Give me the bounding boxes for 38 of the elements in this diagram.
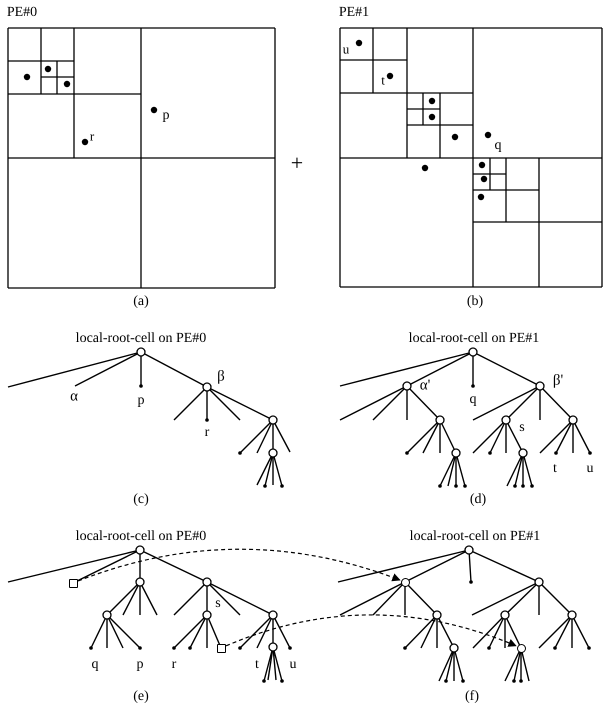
tree-title: local-root-cell on PE#0 bbox=[76, 332, 206, 346]
subfigure-caption: (d) bbox=[470, 493, 486, 507]
point-label: t bbox=[553, 462, 557, 476]
point-label: r bbox=[172, 658, 176, 672]
point-label: u bbox=[586, 462, 594, 476]
branch-label: α bbox=[70, 390, 78, 404]
square-marker bbox=[68, 578, 78, 588]
branch-label: β bbox=[217, 370, 225, 384]
plus-sign: + bbox=[290, 152, 304, 174]
point-label: q bbox=[92, 658, 98, 672]
processor-label: PE#0 bbox=[6, 6, 38, 20]
branch-label: α' bbox=[420, 378, 430, 394]
subfigure-caption: (e) bbox=[133, 690, 149, 704]
point-label: p bbox=[138, 394, 144, 408]
dashed-arrow bbox=[226, 614, 517, 647]
point-label: q bbox=[494, 139, 502, 153]
processor-label: PE#1 bbox=[338, 6, 370, 20]
point-label: r bbox=[204, 426, 210, 440]
point-label: t bbox=[381, 74, 385, 86]
point-label: t bbox=[255, 658, 259, 672]
branch-label: β' bbox=[552, 374, 564, 388]
point-label: r bbox=[90, 130, 94, 142]
dashed-arrow bbox=[78, 548, 401, 582]
tree-title: local-root-cell on PE#0 bbox=[76, 530, 206, 544]
point-label: q bbox=[470, 393, 476, 407]
point-label: s bbox=[519, 421, 525, 435]
point-label: u bbox=[290, 658, 296, 672]
point-label: s bbox=[215, 597, 221, 611]
point-label: p bbox=[162, 109, 170, 123]
subfigure-caption: (b) bbox=[466, 295, 484, 309]
square-marker bbox=[216, 644, 226, 652]
tree-title: local-root-cell on PE#1 bbox=[410, 530, 540, 544]
tree-title: local-root-cell on PE#1 bbox=[408, 332, 540, 346]
point-label: u bbox=[342, 42, 350, 56]
subfigure-caption: (a) bbox=[133, 295, 149, 309]
subfigure-caption: (f) bbox=[465, 690, 479, 704]
point-label: p bbox=[136, 658, 144, 672]
subfigure-caption: (c) bbox=[133, 493, 149, 507]
